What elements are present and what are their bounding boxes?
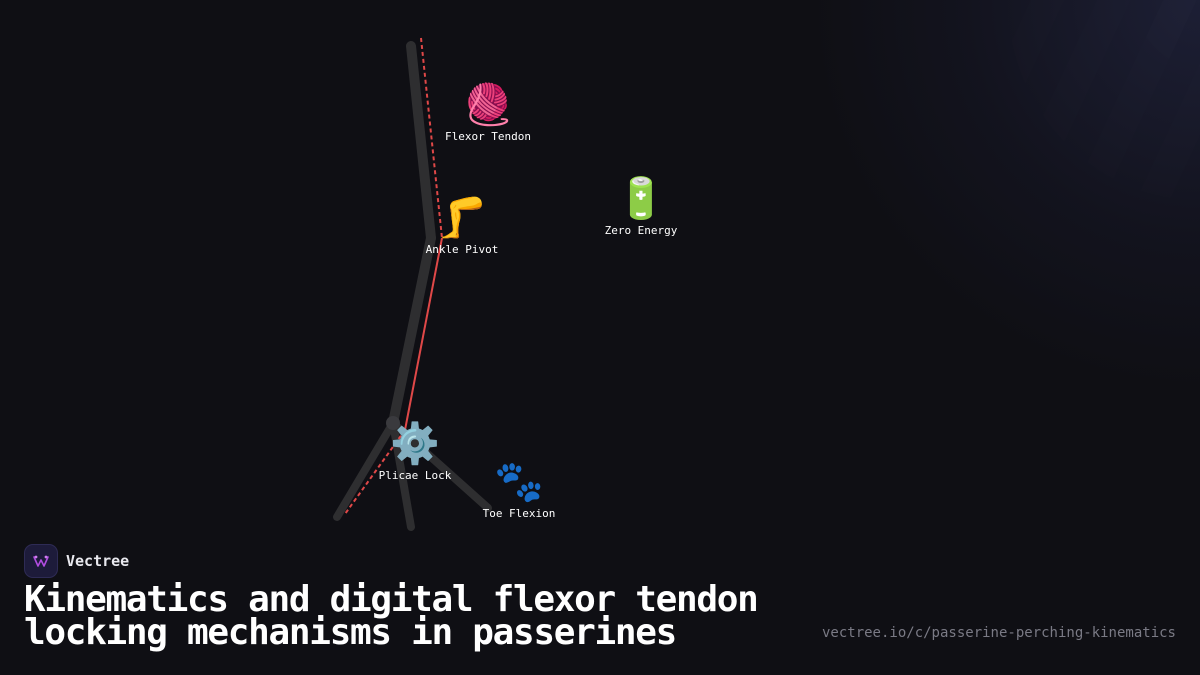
node-toe-flexion: 🐾 Toe Flexion: [483, 459, 556, 521]
toe-joint: [386, 416, 400, 430]
node-flexor-tendon: 🧶 Flexor Tendon: [445, 82, 531, 144]
yarn-icon: 🧶: [463, 82, 513, 128]
battery-icon: 🔋: [616, 176, 666, 222]
paw-prints-icon: 🐾: [494, 459, 544, 505]
node-plicae-lock: ⚙️ Plicae Lock: [379, 421, 452, 483]
page-title: Kinematics and digital flexor tendon loc…: [24, 579, 759, 653]
tendon-lower-dashed: [344, 429, 406, 515]
node-label: Plicae Lock: [378, 469, 452, 482]
node-ankle-pivot: 🦵 Ankle Pivot: [426, 195, 499, 257]
tarsometatarsus-bone: [388, 233, 436, 428]
tendon-middle: [404, 237, 443, 431]
source-url[interactable]: vectree.io/c/passerine-perching-kinemati…: [821, 625, 1176, 641]
node-label: Toe Flexion: [482, 507, 556, 520]
node-zero-energy: 🔋 Zero Energy: [605, 176, 678, 238]
tibiotarsus-bone: [406, 41, 436, 243]
node-label: Flexor Tendon: [444, 130, 532, 143]
vectree-logo-icon: [24, 544, 58, 578]
node-label: Ankle Pivot: [425, 243, 499, 256]
brand[interactable]: Vectree: [24, 544, 129, 578]
tendon-upper-dashed: [420, 37, 443, 239]
background-glow: [640, 0, 1200, 675]
outer-toe-bone: [389, 419, 492, 512]
gear-icon: ⚙️: [390, 421, 440, 467]
background-rays: [700, 0, 1200, 675]
hallux-bone: [333, 419, 397, 521]
middle-toe-bone: [389, 419, 415, 531]
node-label: Zero Energy: [604, 224, 678, 237]
brand-name: Vectree: [66, 552, 130, 570]
leg-icon: 🦵: [437, 195, 487, 241]
